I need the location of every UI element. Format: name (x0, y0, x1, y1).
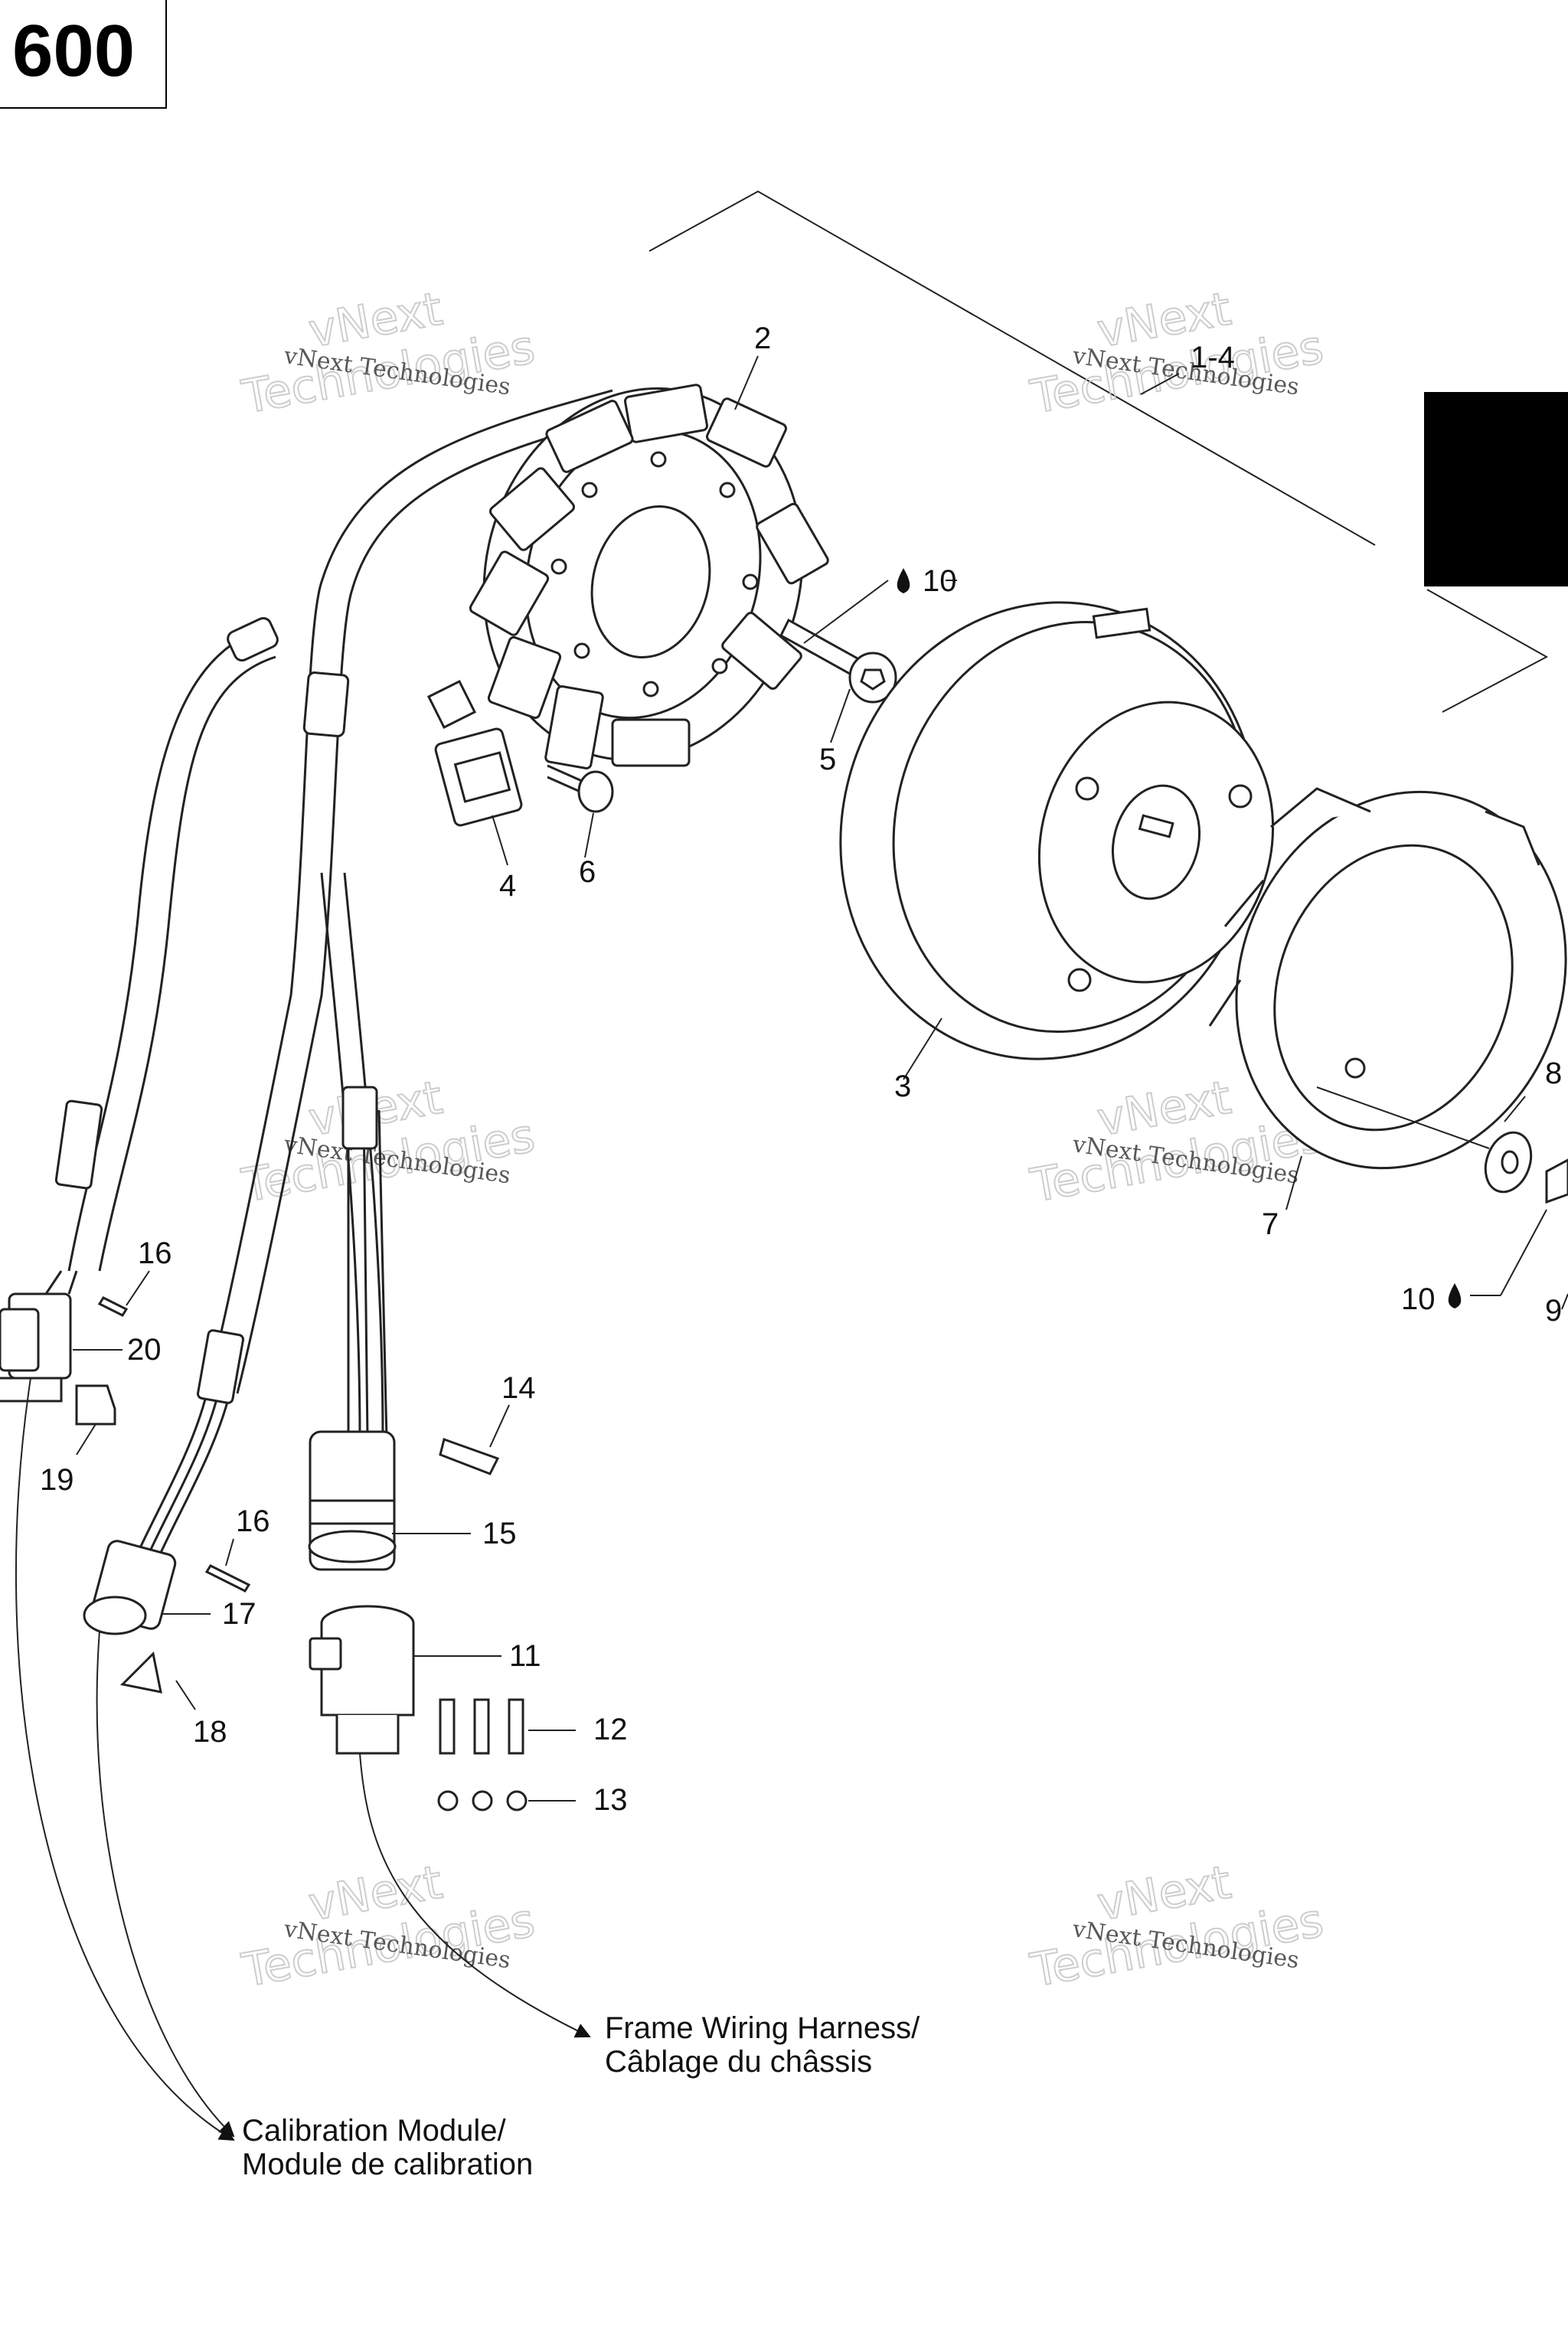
callout-9: 9 (1545, 1294, 1562, 1328)
section-tab (1424, 392, 1568, 586)
seals-13 (437, 1790, 528, 1811)
callout-4: 4 (499, 869, 516, 903)
page-number: 600 (12, 10, 136, 92)
callout-14: 14 (501, 1371, 536, 1405)
caption-frame-harness-line2: Câblage du châssis (605, 2045, 872, 2079)
bolt-9 (1545, 1158, 1568, 1204)
caption-calibration-line1: Calibration Module/ (242, 2114, 507, 2148)
captions: Frame Wiring Harness/ Câblage du châssis… (242, 2011, 920, 2181)
drop-icon (1448, 1283, 1462, 1308)
callout-3: 3 (894, 1070, 911, 1103)
callout-7: 7 (1262, 1207, 1279, 1241)
caption-calibration-line2: Module de calibration (242, 2148, 533, 2181)
screw-6 (547, 764, 614, 813)
callout-16-bottom: 16 (236, 1504, 270, 1538)
callout-8: 8 (1545, 1057, 1562, 1090)
stator (469, 384, 829, 769)
callout-10-top: 10 (923, 564, 957, 598)
callout-13: 13 (593, 1783, 628, 1817)
callout-10-bottom: 10 (1401, 1282, 1436, 1316)
rotor (839, 601, 1275, 1060)
page-number-box: 600 (0, 0, 167, 109)
callout-12: 12 (593, 1713, 628, 1746)
watermark-1: vNext Technologies (237, 282, 540, 426)
clip-18 (119, 1651, 162, 1694)
connector-17 (83, 1540, 177, 1635)
watermark-6: vNext Technologies (1026, 1855, 1328, 1999)
callout-11: 11 (509, 1639, 541, 1673)
terminal-pin-16-bottom (204, 1564, 251, 1592)
callout-16-top: 16 (138, 1236, 172, 1270)
trigger-wheel (1208, 787, 1567, 1170)
clip-19 (75, 1384, 116, 1426)
screw-5 (779, 618, 897, 704)
callout-1-4: 1-4 (1191, 341, 1235, 374)
caption-arrows (15, 1377, 591, 2141)
callout-2: 2 (754, 322, 771, 355)
stator-poles (469, 384, 829, 769)
terminals-12 (439, 1698, 524, 1755)
callout-19: 19 (40, 1463, 74, 1497)
callout-15: 15 (482, 1517, 517, 1550)
stator-holes (550, 451, 759, 697)
terminal-14 (439, 1438, 500, 1475)
callout-labels: 1-4 2 3 4 5 6 7 8 9 10 10 11 12 13 14 15… (40, 322, 1562, 1817)
callout-5: 5 (819, 743, 836, 776)
terminal-pin-16-top (97, 1296, 129, 1317)
assembly-bracket (648, 190, 1549, 713)
watermark-2: vNext Technologies (1026, 282, 1328, 426)
caption-frame-harness-line1: Frame Wiring Harness/ (605, 2011, 920, 2045)
watermark-5: vNext Technologies (237, 1855, 540, 1999)
callout-18: 18 (193, 1715, 227, 1749)
connector-11 (309, 1605, 415, 1755)
leader-lines (73, 355, 1568, 1802)
callout-17: 17 (222, 1597, 256, 1631)
drop-icon (897, 568, 910, 593)
harness-sleeves (54, 616, 378, 1404)
stator-connector (426, 679, 523, 827)
connector-20 (0, 1292, 72, 1403)
washer-8 (1484, 1131, 1533, 1194)
callout-6: 6 (579, 855, 596, 889)
callout-20: 20 (127, 1333, 162, 1367)
connector-15 (308, 1430, 397, 1571)
